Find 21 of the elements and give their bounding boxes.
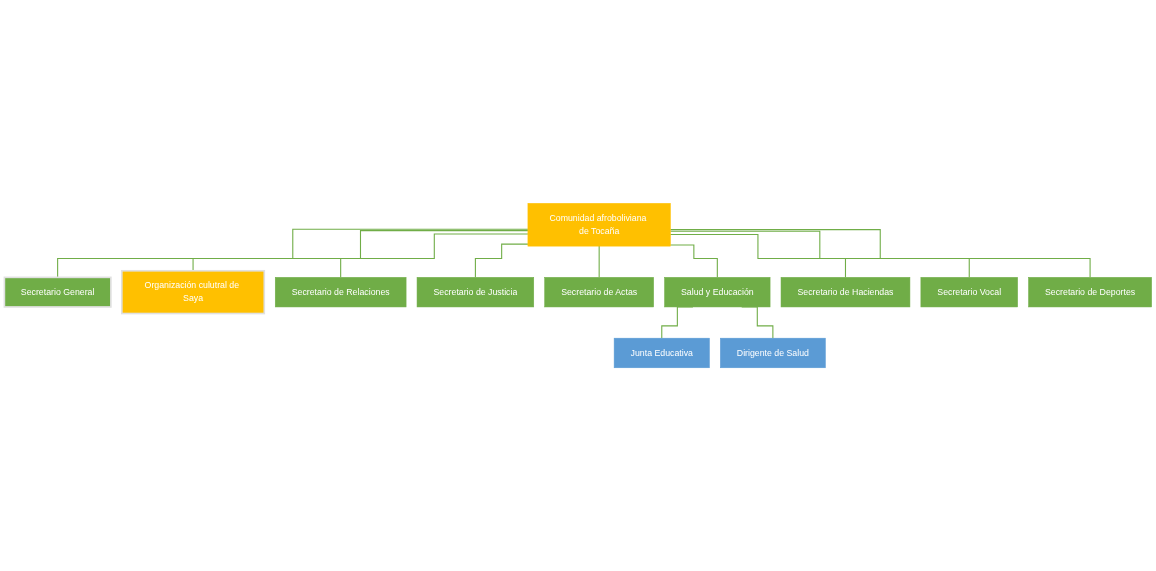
node-box: Comunidad afroboliviana de Tocaña [527, 203, 671, 247]
connector [57, 228, 529, 278]
connector [598, 245, 600, 278]
connector [669, 244, 718, 278]
node-box: Dirigente de Salud [720, 337, 826, 368]
connector [669, 233, 847, 278]
connector [192, 230, 529, 272]
node-box: Secretario de Actas [544, 277, 654, 308]
node-box: Secretario de Deportes [1028, 277, 1152, 308]
node-box: Secretario Vocal [920, 277, 1018, 308]
connector [474, 243, 529, 278]
connector [669, 229, 1091, 278]
node-box: Secretario General [3, 276, 112, 308]
node-box: Secretario de Haciendas [780, 277, 911, 308]
node-box: Organización culutral de Saya [121, 269, 266, 315]
connector [340, 233, 529, 278]
connector [669, 230, 970, 278]
node-box: Junta Educativa [613, 337, 710, 368]
node-box: Salud y Educación [664, 277, 771, 308]
node-box: Secretario de Justicia [416, 277, 535, 308]
node-box: Secretario de Relaciones [274, 277, 407, 308]
